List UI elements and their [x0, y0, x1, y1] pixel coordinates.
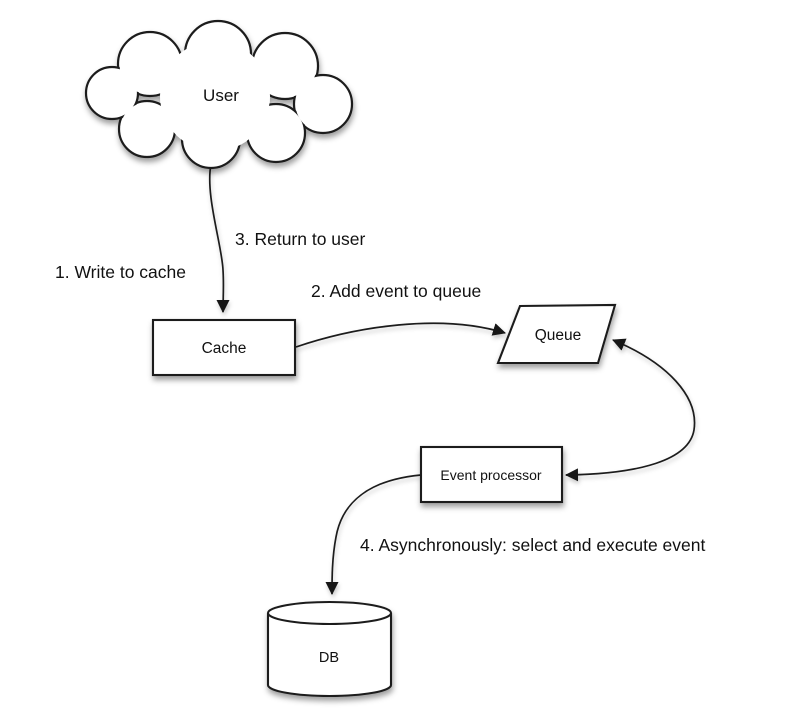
user-cloud-shape — [84, 19, 354, 170]
db-cylinder-shape — [266, 600, 393, 698]
node-cache-label: Cache — [202, 340, 247, 357]
node-cache: Cache — [151, 318, 297, 377]
node-db-label: DB — [319, 650, 339, 666]
node-user-label: User — [203, 86, 239, 105]
edge-group — [208, 163, 696, 595]
step-label-3-return-to-user: 3. Return to user — [235, 229, 366, 249]
edge-cache-to-queue — [295, 322, 506, 348]
edge-user-to-cache — [208, 163, 230, 313]
step-label-2-add-event-to-queue: 2. Add event to queue — [311, 281, 481, 301]
node-user: User — [84, 19, 354, 170]
node-db: DB — [266, 600, 393, 698]
queue-parallelogram-shape — [496, 303, 617, 365]
edge-event-processor-to-db — [325, 474, 422, 595]
step-label-1-write-to-cache: 1. Write to cache — [55, 262, 186, 282]
cache-rectangle-shape — [151, 318, 297, 377]
event-processor-rectangle-shape — [419, 445, 564, 504]
node-event-processor: Event processor — [419, 445, 564, 504]
step-label-4-asynchronously-select-execute: 4. Asynchronously: select and execute ev… — [360, 535, 705, 555]
node-queue-label: Queue — [535, 327, 582, 344]
node-queue: Queue — [496, 303, 617, 365]
node-event-processor-label: Event processor — [440, 467, 541, 483]
edge-queue-event-processor-bidirectional — [565, 338, 696, 482]
